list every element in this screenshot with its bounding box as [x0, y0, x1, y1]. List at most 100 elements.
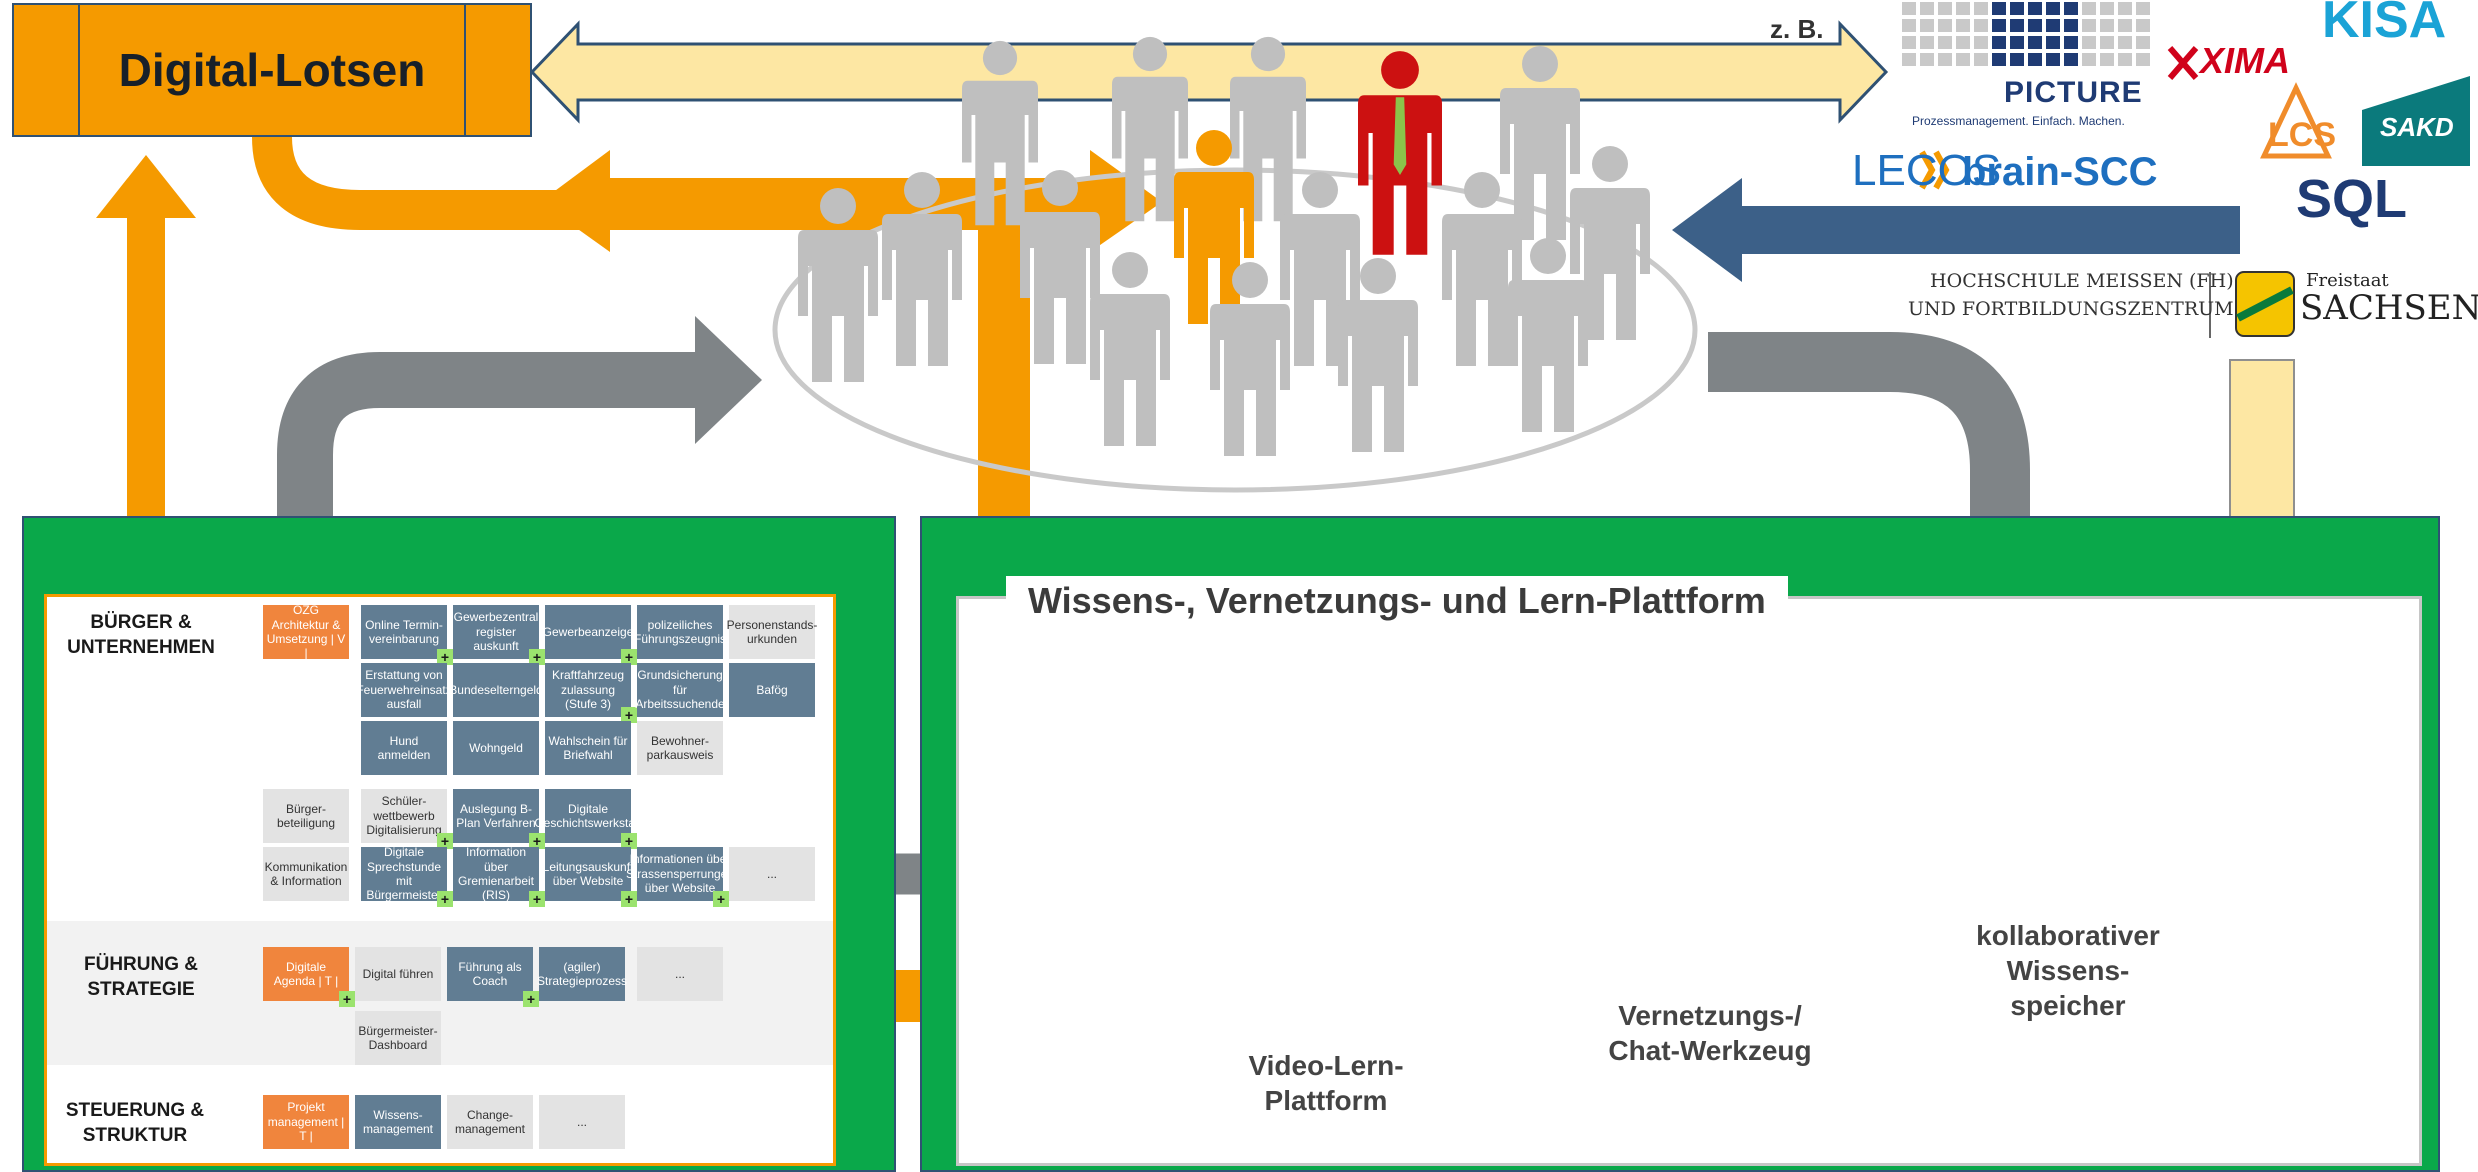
picture-grid-cell [1974, 36, 1988, 49]
matrix-cell-label: Bürger-beteiligung [276, 801, 336, 830]
matrix-cell-label: Information über Gremienarbeit (RIS) [457, 845, 535, 903]
step-label-storage: kollaborativer Wissens-speicher [1976, 920, 2160, 1021]
matrix-cell: Gewerbeanzeige + [542, 605, 637, 665]
add-plus-icon: + [621, 891, 637, 907]
matrix-cell: Bafög [729, 663, 815, 717]
matrix-cell: Grundsicherung für Arbeitssuchende [635, 663, 725, 717]
matrix-cell: Change-management [447, 1095, 533, 1149]
picture-grid-cell [2010, 36, 2024, 49]
gray-curve-arrow-right [1708, 332, 2030, 530]
matrix-cell: polizeiliches Führungszeugnis [633, 605, 727, 659]
matrix-cell-label: Wissens-management [362, 1107, 434, 1136]
picture-grid-cell [2046, 53, 2060, 66]
picture-grid-cell [2118, 19, 2132, 32]
picture-grid-cell [2028, 53, 2042, 66]
matrix-cell-label: Digitale Sprechstunde mit Bürgermeister [366, 845, 442, 903]
picture-grid-cell [1920, 53, 1934, 66]
person-icon [1442, 172, 1522, 366]
matrix-cell-label: Online Termin-vereinbarung [365, 617, 443, 646]
matrix-cell: Digitale Sprechstunde mit Bürgermeister+ [361, 845, 453, 907]
person-icon [798, 188, 878, 382]
matrix-cell-label: Gewerbeanzeige [542, 624, 634, 639]
sachsen-label: SACHSEN [2300, 288, 2478, 328]
picture-grid-cell [2082, 53, 2096, 66]
matrix-cell-label: Erstattung von Feuerwehreinsatz ausfall [356, 668, 452, 712]
picture-grid-cell [1992, 2, 2006, 15]
orange-down-arrow [940, 230, 1068, 586]
lecos-separator-icon [1919, 150, 1950, 190]
picture-grid-cell [2028, 19, 2042, 32]
gray-curve-arrowhead-left [695, 316, 762, 444]
picture-grid-cell [2100, 53, 2114, 66]
picture-grid-cell [2136, 53, 2150, 66]
step-label-video: Video-Lern-Plattform [1248, 1050, 1404, 1116]
picture-grid-cell [1902, 2, 1916, 15]
picture-grid-cell [1938, 36, 1952, 49]
matrix-cell: ... [729, 847, 815, 901]
matrix-cell-label: Bürgermeister-Dashboard [358, 1023, 438, 1052]
picture-grid-cell [2028, 36, 2042, 49]
matrix-cell-label: Wohngeld [469, 740, 523, 755]
picture-grid-cell [2136, 36, 2150, 49]
matrix-cell: OZG Architektur & Umsetzung | V | [263, 603, 349, 660]
person-icon [1090, 252, 1170, 446]
matrix-cell-label: Digitale Geschichtswerkstatt [534, 801, 642, 830]
picture-grid-cell [2010, 19, 2024, 32]
picture-grid-cell [1938, 19, 1952, 32]
sakd-logo-text: SAKD [2380, 112, 2454, 142]
matrix-cell: Online Termin-vereinbarung + [361, 605, 453, 665]
matrix-cell-label: Informationen über Strassensperrungen üb… [625, 852, 735, 896]
matrix-cell-label: Schüler-wettbewerb Digitalisierung [366, 794, 442, 838]
add-plus-icon: + [621, 649, 637, 665]
picture-grid-cell [1956, 2, 1970, 15]
picture-grid-cell [1920, 2, 1934, 15]
section-label-fuehrung: FÜHRUNG & STRATEGIE [84, 954, 198, 1000]
matrix-cell-label: ... [674, 966, 685, 981]
matrix-cell-label: Führung als Coach [458, 959, 522, 988]
matrix-cell: Digitale Agenda | T |+ [263, 947, 355, 1007]
add-plus-icon: + [529, 891, 545, 907]
picture-grid-cell [2118, 36, 2132, 49]
person-icon [1112, 36, 1188, 222]
picture-grid-cell [2064, 53, 2078, 66]
matrix-cell-label: polizeiliches Führungszeugnis [633, 617, 727, 646]
freistaat-label: Freistaat [2306, 270, 2389, 291]
add-plus-icon: + [437, 649, 453, 665]
section-label-steuerung: STEUERUNG & STRUKTUR [65, 1100, 205, 1146]
picture-logo-grid [1902, 2, 2150, 66]
picture-grid-cell [2064, 19, 2078, 32]
person-icon [882, 172, 962, 366]
picture-grid-cell [2046, 36, 2060, 49]
picture-grid-cell [1974, 19, 1988, 32]
matrix-cell-label: Hund anmelden [377, 733, 431, 762]
add-plus-icon: + [339, 991, 355, 1007]
people-crowd [798, 36, 1650, 456]
picture-grid-cell [2136, 2, 2150, 15]
lcs-triangle-icon [2260, 82, 2332, 159]
picture-grid-cell [1902, 36, 1916, 49]
picture-grid-cell [1956, 36, 1970, 49]
person-icon [1358, 51, 1442, 255]
matrix-cell: Information über Gremienarbeit (RIS)+ [453, 845, 545, 907]
matrix-cell: Schüler-wettbewerb Digitalisierung+ [361, 789, 453, 849]
matrix-cell: Wahlschein für Briefwahl [545, 721, 631, 775]
matrix-cell-label: ... [576, 1114, 587, 1129]
picture-grid-cell [2136, 19, 2150, 32]
picture-grid-cell [1992, 53, 2006, 66]
matrix-cell: ... [637, 947, 723, 1001]
cream-double-arrow [529, 20, 1889, 124]
step-label-chat: Vernetzungs-/ Chat-Werkzeug [1608, 1000, 1812, 1066]
picture-grid-cell [1956, 53, 1970, 66]
matrix-cell: Wohngeld [453, 721, 539, 775]
hochschule-line-2: UND FORTBILDUNGSZENTRUM [1908, 297, 2234, 320]
section-label-buerger: BÜRGER & UNTERNEHMEN [67, 612, 215, 658]
picture-grid-cell [2046, 19, 2060, 32]
hochschule-logo-text: HOCHSCHULE MEISSEN (FH) UND FORTBILDUNGS… [1908, 268, 2234, 323]
digital-lotsen-box: Digital-Lotsen [12, 3, 532, 137]
matrix-cell: Personenstands-urkunden [727, 605, 817, 659]
matrix-cell-label: Projekt management | T | [267, 1100, 345, 1144]
matrix-cell-label: Auslegung B-Plan Verfahren [456, 801, 536, 830]
person-icon [1338, 258, 1418, 452]
platform-box [956, 596, 2422, 1166]
picture-grid-cell [2082, 2, 2096, 15]
